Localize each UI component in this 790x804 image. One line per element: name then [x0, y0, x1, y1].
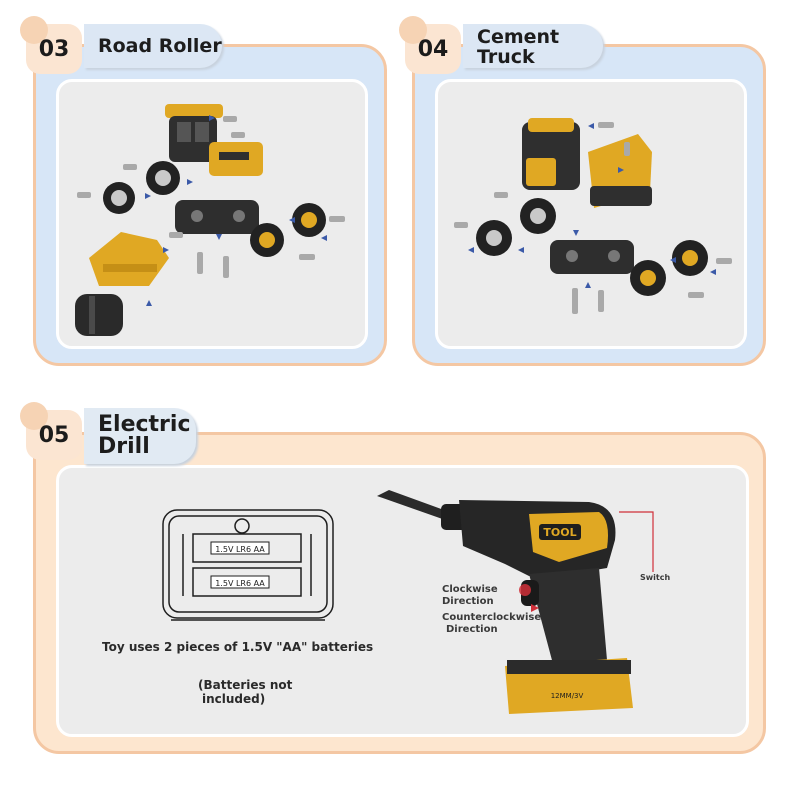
cement-truck-parts-illustration [454, 118, 732, 314]
section-number-badge-03: 03 [20, 16, 82, 74]
truck-wheel-4 [672, 240, 708, 276]
truck-axle-hole-2 [608, 250, 620, 262]
wheel-left-1 [103, 182, 135, 214]
road-roller-card [33, 44, 387, 366]
battery-pack-label: 12MM/3V [551, 692, 584, 700]
electric-drill-title-line-2: Drill [98, 434, 150, 459]
cement-truck-title-line-2: Truck [477, 46, 535, 68]
battery-cell-label-2: 1.5V LR6 AA [215, 579, 265, 588]
cab-roof [165, 104, 223, 118]
clockwise-line-2: Direction [442, 596, 494, 607]
chassis [175, 200, 259, 234]
battery-caption: Toy uses 2 pieces of 1.5V "AA" batteries [102, 640, 374, 654]
counterclockwise-direction-label: Counterclockwise Direction [442, 612, 541, 636]
road-roller-title-tab: Road Roller [84, 24, 222, 68]
batteries-note-line-1: (Batteries not [198, 678, 293, 692]
mixer-base [590, 186, 652, 206]
axle-hole [191, 210, 203, 222]
electric-drill-title-line-1: Electric [98, 412, 191, 437]
roller-drum [75, 294, 123, 336]
cement-truck-title-line-1: Cement [477, 26, 560, 48]
battery-box-drawing [162, 509, 334, 621]
truck-grille [526, 158, 556, 186]
tool-label: TOOL [543, 526, 576, 539]
switch-label: Switch [640, 573, 671, 582]
cab-window-2 [195, 122, 209, 142]
screw-set [77, 116, 345, 278]
drill-bit [377, 490, 455, 522]
drill-handle [529, 568, 607, 664]
truck-wheel-1 [476, 220, 512, 256]
section-number-badge-04: 04 [399, 16, 461, 74]
clockwise-indicator-light [519, 584, 531, 596]
battery-cell-label-bg-1 [210, 541, 270, 555]
truck-cab-roof [528, 118, 574, 132]
cement-truck-panel [435, 79, 747, 349]
counterclockwise-line-1: Counterclockwise [442, 612, 542, 623]
counterclockwise-line-2: Direction [446, 624, 498, 635]
battery-cell-label-1: 1.5V LR6 AA [215, 545, 265, 554]
frame-bar [103, 264, 157, 272]
battery-pack-dark-band [507, 660, 631, 674]
batteries-note: (Batteries not included) [198, 678, 292, 706]
electric-drill-illustration: 1.5V LR6 AA 1.5V LR6 AA TOOL 12MM/3V [162, 490, 654, 714]
truck-screw-set [454, 122, 732, 314]
cement-truck-title-tab: Cement Truck [463, 24, 603, 68]
road-roller-parts-illustration [75, 104, 345, 336]
wheel-left-2 [146, 161, 180, 195]
road-roller-title: Road Roller [98, 35, 222, 57]
battery-cell-label-bg-2 [210, 575, 270, 589]
hood-grille [219, 152, 249, 160]
truck-axle-hole [566, 250, 578, 262]
cab-window [177, 122, 191, 142]
truck-chassis [550, 240, 634, 274]
clockwise-line-1: Clockwise [442, 584, 498, 595]
tool-label-bg [539, 524, 581, 540]
counterclockwise-pointer [531, 604, 539, 612]
switch-pointer-line [619, 511, 654, 572]
roller-frame [89, 232, 169, 286]
electric-drill-title-tab: Electric Drill [84, 408, 196, 464]
electric-drill-card: 1.5V LR6 AA 1.5V LR6 AA TOOL 12MM/3V [33, 432, 766, 754]
batteries-note-line-2: included) [202, 692, 266, 706]
section-number-badge-05: 05 [20, 402, 82, 460]
clockwise-direction-label: Clockwise Direction [442, 584, 498, 608]
cement-truck-card [412, 44, 766, 366]
electric-drill-panel: 1.5V LR6 AA 1.5V LR6 AA TOOL 12MM/3V [56, 465, 749, 737]
wheel-right-1 [250, 223, 284, 257]
assembly-arrows [145, 115, 327, 306]
roller-drum-band [89, 296, 95, 334]
wheel-right-2 [292, 203, 326, 237]
axle-hole-2 [233, 210, 245, 222]
truck-wheel-3 [630, 260, 666, 296]
road-roller-panel [56, 79, 368, 349]
truck-assembly-arrows [468, 123, 716, 288]
truck-wheel-2 [520, 198, 556, 234]
